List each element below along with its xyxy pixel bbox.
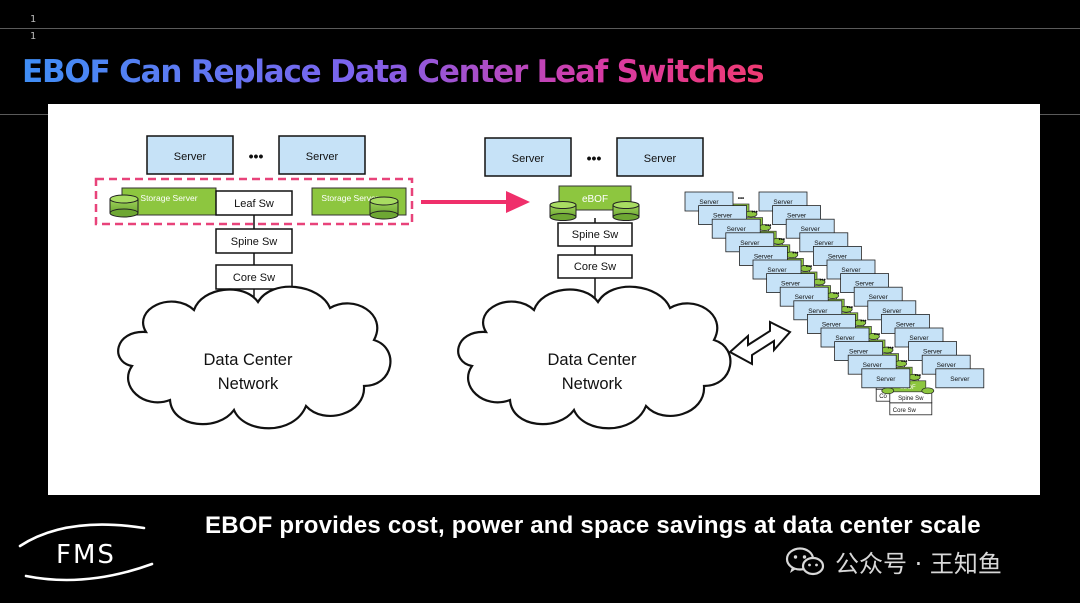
stack-database-icon xyxy=(921,387,935,395)
ebof-label: eBOF xyxy=(582,194,608,205)
stack-server-left-label: Server xyxy=(863,362,883,369)
stack-server-left-label: Server xyxy=(699,199,719,206)
stack-server-left-label: Server xyxy=(754,253,774,260)
stack-server-right-label: Server xyxy=(773,199,793,206)
stack-ellipsis: ••• xyxy=(874,332,880,338)
right-server-1-label: Server xyxy=(512,153,545,165)
stack-server-right-label: Server xyxy=(801,226,821,233)
stack-server-left-label: Server xyxy=(795,294,815,301)
left-leaf-switch-label: Leaf Sw xyxy=(234,198,274,210)
stack-ellipsis: ••• xyxy=(847,305,853,311)
stack-server-left-label: Server xyxy=(767,267,787,274)
wechat-icon xyxy=(785,546,825,575)
right-server-2-label: Server xyxy=(644,153,677,165)
stack-core-label: Core Sw xyxy=(893,408,917,414)
stack-ellipsis: ••• xyxy=(765,223,771,229)
stack-server-left-label: Server xyxy=(713,213,733,220)
stack-server-right-label: Server xyxy=(923,349,943,356)
stack-server-left-label: Server xyxy=(808,308,828,315)
left-spine-switch xyxy=(215,228,293,254)
slide-number: 1 xyxy=(30,14,37,25)
left-ellipsis: ••• xyxy=(249,148,264,164)
database-icon xyxy=(549,201,577,221)
left-cloud-line2: Network xyxy=(218,375,279,393)
stack-ellipsis: ••• xyxy=(915,373,921,379)
slide-number-secondary: 1 xyxy=(30,31,37,42)
database-icon xyxy=(612,201,640,221)
database-icon xyxy=(369,196,399,220)
right-cloud-line2: Network xyxy=(562,375,623,393)
left-spine-switch-label: Spine Sw xyxy=(231,236,278,248)
stack-ellipsis: ••• xyxy=(833,291,839,297)
diagram-svg: Server ••• Server Storage Server Leaf Sw… xyxy=(94,135,985,430)
stack-server-left-label: Server xyxy=(740,240,760,247)
stack-ellipsis: ••• xyxy=(887,346,893,352)
stack-server-right-label: Server xyxy=(882,308,902,315)
stack-ellipsis: ••• xyxy=(751,210,757,216)
stack-server-left-label: Server xyxy=(822,321,842,328)
stack-ellipsis: ••• xyxy=(779,237,785,243)
watermark-text: 公众号 · 王知鱼 xyxy=(835,550,1002,578)
stack-ellipsis: ••• xyxy=(738,196,744,202)
leaf-replacement-highlight xyxy=(94,177,414,226)
left-storage-server-1-label: Storage Server xyxy=(140,193,197,203)
left-cloud-line1: Data Center xyxy=(204,351,293,369)
scaled-rack-stack: CoServer•••ServerCoServer•••ServerCoServ… xyxy=(684,191,985,416)
left-server-1-label: Server xyxy=(174,151,207,163)
watermark: 公众号 · 王知鱼 xyxy=(785,544,1002,579)
stack-server-right-label: Server xyxy=(937,362,957,369)
right-server-1 xyxy=(484,137,572,177)
left-server-2 xyxy=(278,135,366,175)
stack-core-label: Co xyxy=(879,394,887,400)
top-rule xyxy=(0,28,1080,29)
stack-server-right xyxy=(935,368,985,389)
fms-logo: FMS xyxy=(18,523,154,582)
stack-database-icon xyxy=(881,387,895,395)
stack-server-right-label: Server xyxy=(855,281,875,288)
diagram-panel: Server ••• Server Storage Server Leaf Sw… xyxy=(48,104,1040,495)
stack-ellipsis: ••• xyxy=(806,264,812,270)
left-network-cloud xyxy=(117,285,392,430)
left-core-switch xyxy=(215,264,293,290)
stack-server-right-label: Server xyxy=(909,335,929,342)
stack-ellipsis: ••• xyxy=(860,318,866,324)
right-cloud-line1: Data Center xyxy=(548,351,637,369)
slide-title: EBOF Can Replace Data Center Leaf Switch… xyxy=(22,54,765,90)
stack-server-right-label: Server xyxy=(950,376,970,383)
double-headed-arrow xyxy=(728,320,792,366)
right-core-switch-label: Core Sw xyxy=(574,261,616,273)
left-diagram: Server ••• Server Storage Server Leaf Sw… xyxy=(94,135,414,430)
stack-spine-label: Spine Sw xyxy=(898,396,924,402)
left-storage-server-2-label: Storage Server xyxy=(321,193,378,203)
stack-server-left-label: Server xyxy=(781,281,801,288)
left-core-switch-label: Core Sw xyxy=(233,272,275,284)
database-icon xyxy=(109,194,139,218)
left-server-2-label: Server xyxy=(306,151,339,163)
right-ellipsis: ••• xyxy=(587,150,602,166)
stack-server-right-label: Server xyxy=(869,294,889,301)
stack-server-left-label: Server xyxy=(849,349,869,356)
stack-server-left-label: Server xyxy=(835,335,855,342)
stack-server-right-label: Server xyxy=(814,240,834,247)
stack-server-left xyxy=(861,368,911,389)
right-network-cloud xyxy=(457,285,732,430)
right-diagram: Server ••• Server eBOF Spine Sw Core Sw … xyxy=(457,137,732,430)
stack-ellipsis: ••• xyxy=(819,278,825,284)
replace-arrow xyxy=(421,191,530,213)
stack-server-left-label: Server xyxy=(876,376,896,383)
stack-ellipsis: ••• xyxy=(901,359,907,365)
slide-caption: EBOF provides cost, power and space savi… xyxy=(205,512,981,539)
stack-server-right-label: Server xyxy=(828,253,848,260)
stack-ellipsis: ••• xyxy=(792,250,798,256)
stack-server-right-label: Server xyxy=(787,213,807,220)
stack-server-right-label: Server xyxy=(896,321,916,328)
left-server-1 xyxy=(146,135,234,175)
stack-server-right-label: Server xyxy=(841,267,861,274)
stack-server-left-label: Server xyxy=(727,226,747,233)
right-spine-switch-label: Spine Sw xyxy=(572,229,619,241)
right-server-2 xyxy=(616,137,704,177)
fms-logo-text: FMS xyxy=(56,540,116,570)
